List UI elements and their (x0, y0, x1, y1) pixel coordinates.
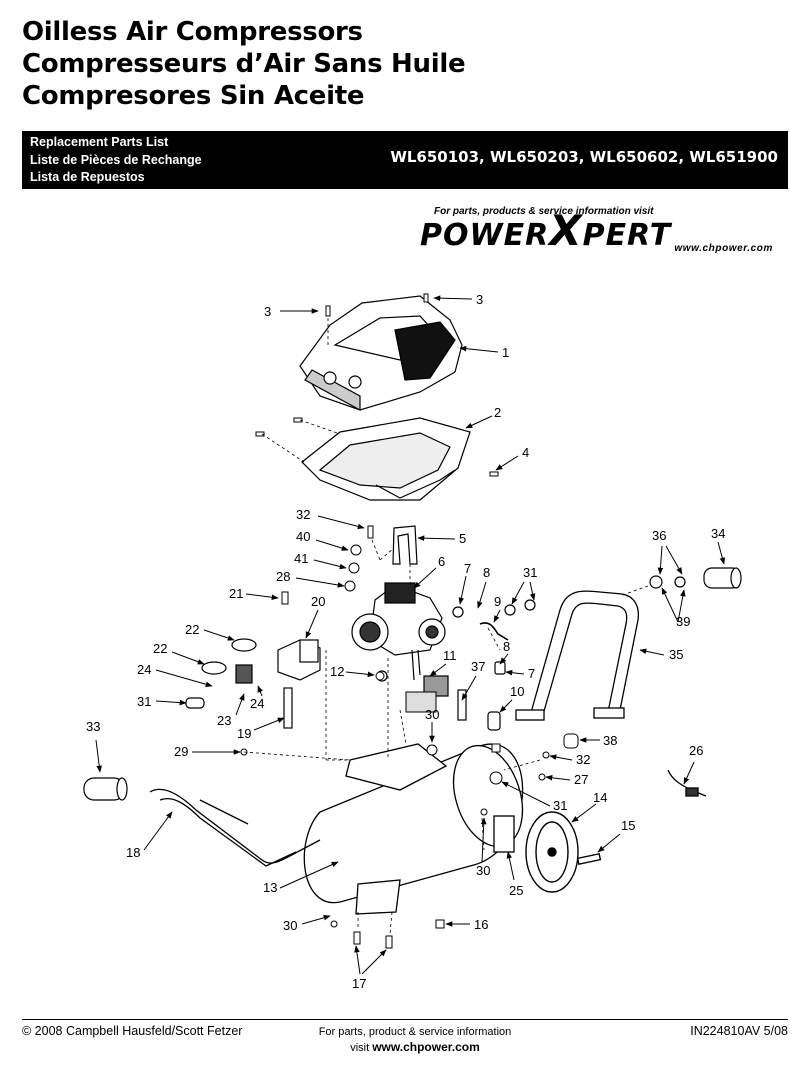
callout-label: 14 (593, 790, 607, 805)
callout-label: 4 (522, 445, 529, 460)
callout-label: 36 (652, 528, 666, 543)
brand-url: www.chpower.com (674, 243, 773, 254)
callout-label: 15 (621, 818, 635, 833)
shroud-part (299, 295, 463, 412)
brand-wordmark: POWERXPERT (420, 210, 672, 253)
callout-label: 31 (523, 565, 537, 580)
callout-label: 13 (263, 880, 277, 895)
callout-label: 31 (553, 798, 567, 813)
callout-label: 9 (494, 594, 501, 609)
footer-service-info: For parts, product & service information… (300, 1025, 530, 1056)
footer-visit-prefix: visit (350, 1042, 373, 1054)
footer-info-text: For parts, product & service information (318, 1026, 512, 1038)
banner-label-spanish: Lista de Repuestos (30, 170, 145, 184)
bracket-part (392, 525, 418, 565)
callout-label: 23 (217, 713, 231, 728)
callout-label: 3 (264, 304, 271, 319)
base-tray-part (301, 417, 471, 501)
callout-label: 7 (528, 666, 535, 681)
callout-label: 22 (185, 622, 199, 637)
callout-labels: 3 3 1 2 4 32 5 40 41 28 6 7 8 31 36 34 2… (86, 292, 725, 991)
callout-label: 28 (276, 569, 290, 584)
callout-label: 19 (237, 726, 251, 741)
power-cord-part (667, 769, 707, 797)
handle-part (515, 590, 640, 721)
callout-label: 16 (474, 917, 488, 932)
brand-wordmark-x: X (549, 206, 583, 255)
callout-label: 38 (603, 733, 617, 748)
callout-label: 18 (126, 845, 140, 860)
callout-label: 32 (576, 752, 590, 767)
callout-label: 31 (137, 694, 151, 709)
callout-label: 34 (711, 526, 725, 541)
page-title: Oilless Air Compressors Compresseurs d’A… (22, 16, 466, 112)
brand-tagline: For parts, products & service informatio… (434, 206, 654, 217)
callout-label: 26 (689, 743, 703, 758)
callout-label: 39 (676, 614, 690, 629)
powerxpert-logo: For parts, products & service informatio… (420, 206, 785, 258)
footer-url-link[interactable]: www.chpower.com (372, 1040, 480, 1054)
callout-label: 6 (438, 554, 445, 569)
callout-label: 8 (503, 639, 510, 654)
callout-label: 24 (137, 662, 151, 677)
banner-label-french: Liste de Pièces de Rechange (30, 152, 202, 167)
callout-label: 30 (283, 918, 297, 933)
callout-label: 11 (443, 648, 457, 663)
banner-label-english: Replacement Parts List (30, 135, 169, 149)
grip-34-part (649, 567, 742, 589)
model-numbers: WL650103, WL650203, WL650602, WL651900 (390, 148, 778, 166)
callout-label: 8 (483, 565, 490, 580)
callout-label: 41 (294, 551, 308, 566)
callout-label: 10 (510, 684, 524, 699)
callout-label: 12 (330, 664, 344, 679)
callout-label: 40 (296, 529, 310, 544)
callout-label: 35 (669, 647, 683, 662)
callout-label: 5 (459, 531, 466, 546)
title-spanish: Compresores Sin Aceite (22, 81, 365, 111)
callout-label: 30 (476, 863, 490, 878)
callout-label: 24 (250, 696, 264, 711)
wheel-part (525, 811, 602, 893)
callout-label: 22 (153, 641, 167, 656)
pressure-switch-part (185, 638, 321, 729)
callout-arrows (95, 295, 726, 975)
callout-label: 27 (574, 772, 588, 787)
title-french: Compresseurs d’Air Sans Huile (22, 49, 466, 79)
callout-label: 20 (311, 594, 325, 609)
callout-label: 25 (509, 883, 523, 898)
callout-label: 37 (471, 659, 485, 674)
callout-label: 2 (494, 405, 501, 420)
callout-label: 1 (502, 345, 509, 360)
title-english: Oilless Air Compressors (22, 17, 363, 47)
footer-copyright: © 2008 Campbell Hausfeld/Scott Fetzer (22, 1024, 243, 1038)
footer-visit-line: visit www.chpower.com (300, 1040, 530, 1056)
banner-list-labels: Replacement Parts List Liste de Pièces d… (30, 134, 202, 187)
brand-wordmark-pert: PERT (582, 218, 672, 253)
callout-label: 7 (464, 561, 471, 576)
handle-18-part (149, 788, 321, 867)
callout-label: 21 (229, 586, 243, 601)
footer-divider (22, 1019, 788, 1020)
dashed-guides (243, 318, 649, 935)
callout-label: 3 (476, 292, 483, 307)
grip-33-part (83, 777, 128, 801)
tank-part (303, 743, 524, 915)
brand-wordmark-power: POWER (420, 218, 550, 253)
callout-label: 17 (352, 976, 366, 991)
callout-label: 32 (296, 507, 310, 522)
callout-label: 29 (174, 744, 188, 759)
fastener-parts (240, 293, 579, 949)
callout-label: 33 (86, 719, 100, 734)
parts-list-banner: Replacement Parts List Liste de Pièces d… (22, 131, 788, 189)
callout-label: 30 (425, 707, 439, 722)
outlet-tube-part (479, 622, 509, 641)
pump-motor-part (351, 582, 446, 681)
footer-doc-id: IN224810AV 5/08 (690, 1024, 788, 1038)
exploded-parts-diagram: 3 3 1 2 4 32 5 40 41 28 6 7 8 31 36 34 2… (83, 292, 742, 991)
